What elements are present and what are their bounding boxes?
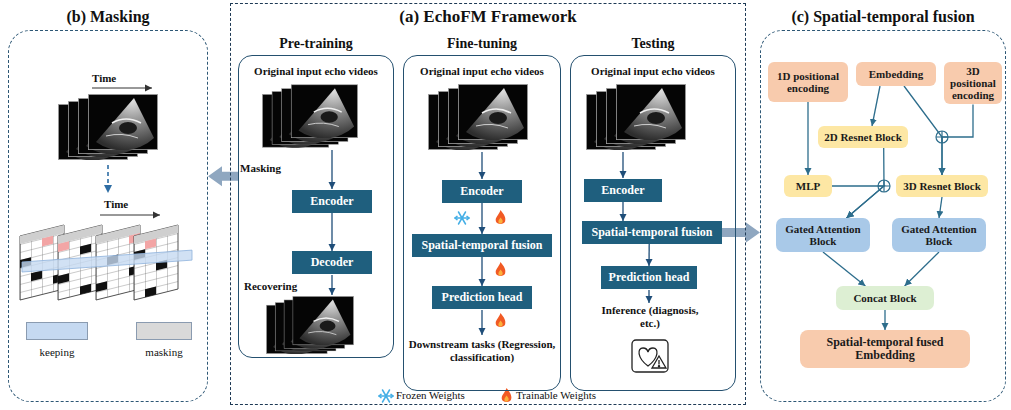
echo-video (428, 84, 527, 150)
process-box: Encoder (292, 190, 372, 213)
stage-heading: Pre-training (239, 35, 393, 53)
box-label: 3D positional encoding (947, 65, 999, 102)
attention-box: Gated Attention Block (776, 218, 870, 252)
flow-arrow (481, 310, 482, 335)
frozen-icon (455, 212, 469, 224)
box-label: Embedding (859, 68, 933, 80)
edge-label: Masking (240, 162, 281, 175)
box-label: Gated Attention Block (779, 223, 867, 248)
connector (648, 244, 650, 266)
connector (622, 202, 623, 221)
box-label: Spatial-temporal fusion (585, 226, 719, 239)
box-label: Encoder (445, 185, 519, 198)
trainable-icon (496, 210, 506, 224)
trainable-icon (496, 313, 506, 327)
process-box: Encoder (442, 180, 522, 203)
step-label: Recovering (244, 280, 314, 293)
stage-caption: Original input echo videos (571, 65, 735, 78)
connector (939, 197, 942, 218)
connector (884, 310, 885, 330)
box-label: Spatial-temporal fused Embedding (803, 336, 967, 363)
stage-panel: TestingOriginal input echo videosEncoder… (570, 55, 736, 391)
connector (481, 257, 482, 286)
output-box: Spatial-temporal fused Embedding (800, 330, 970, 368)
input-box: 1D positional encoding (768, 62, 848, 102)
axis-label: Time (92, 72, 136, 85)
attention-box: Gated Attention Block (892, 218, 986, 252)
stage-panel: Pre-trainingOriginal input echo videosEn… (238, 55, 394, 358)
connector (904, 86, 942, 175)
legend-swatch (26, 322, 88, 340)
box-label: 3D Resnet Block (899, 180, 985, 192)
box-label: MLP (787, 180, 829, 192)
box-label: Prediction head (604, 271, 694, 284)
box-label: 1D positional encoding (771, 70, 845, 95)
recovered-video (266, 296, 353, 354)
time-arrow (100, 215, 160, 216)
process-box: Prediction head (432, 286, 532, 309)
legend-text: keeping (26, 346, 88, 359)
echo-video (262, 85, 357, 148)
input-box: 3D positional encoding (944, 62, 1002, 105)
output-label: Inference (diagnosis, etc.) (600, 304, 700, 330)
process-box: Spatial-temporal fusion (582, 221, 722, 244)
box-label: Prediction head (435, 291, 529, 304)
block-arrow (208, 166, 238, 186)
block-box: MLP (784, 175, 832, 197)
block-box: 3D Resnet Block (896, 175, 988, 197)
connector (481, 203, 482, 234)
stage-caption: Original input echo videos (239, 65, 393, 78)
input-box: Embedding (856, 62, 936, 86)
inference-icon (632, 340, 668, 372)
panel-heading: (b) Masking (9, 7, 207, 27)
connector (872, 86, 880, 126)
box-label: Spatial-temporal fusion (415, 239, 549, 252)
dashed-panel: (c) Spatial-temporal fusion1D positional… (760, 30, 1006, 402)
process-box: Encoder (584, 179, 662, 202)
dashed-arrow (107, 165, 109, 193)
connector (847, 148, 885, 218)
flow-arrow (481, 152, 482, 179)
concat-box: Concat Block (836, 286, 934, 310)
box-label: Gated Attention Block (895, 223, 983, 248)
process-box: Spatial-temporal fusion (412, 234, 552, 257)
echo-video (586, 84, 685, 150)
panel-heading: (c) Spatial-temporal fusion (761, 7, 1005, 27)
legend-text: masking (136, 346, 192, 359)
block-box: 2D Resnet Block (818, 126, 908, 148)
connector (823, 252, 865, 286)
flow-arrow (331, 150, 332, 189)
connector (832, 186, 884, 218)
process-box: Prediction head (601, 266, 697, 289)
legend-text: Trainable Weights (516, 389, 596, 402)
connector (331, 213, 332, 251)
box-label: Decoder (295, 256, 369, 269)
output-label: Downstream tasks (Regression, classifica… (405, 338, 559, 364)
trainable-icon (496, 262, 506, 276)
echo-video (58, 94, 157, 160)
box-label: Encoder (295, 195, 369, 208)
stage-heading: Fine-tuning (404, 35, 560, 53)
flow-arrow (622, 152, 623, 178)
panel-heading: (a) EchoFM Framework (231, 7, 745, 27)
legend-text: Frozen Weights (396, 389, 465, 402)
box-label: Concat Block (839, 292, 931, 304)
box-label: Encoder (587, 184, 659, 197)
connector (905, 252, 939, 286)
time-arrow (92, 88, 152, 89)
flow-arrow (331, 275, 332, 295)
keeping-band (22, 250, 192, 272)
stage-heading: Testing (571, 35, 735, 53)
axis-label: Time (104, 198, 148, 211)
legend-swatch (136, 322, 192, 340)
stage-caption: Original input echo videos (404, 65, 560, 78)
box-label: 2D Resnet Block (821, 131, 905, 143)
connector (807, 102, 808, 175)
process-box: Decoder (292, 251, 372, 274)
frozen-icon (379, 390, 393, 402)
connector (942, 105, 973, 176)
block-arrow (722, 223, 760, 243)
flow-arrow (648, 290, 649, 303)
